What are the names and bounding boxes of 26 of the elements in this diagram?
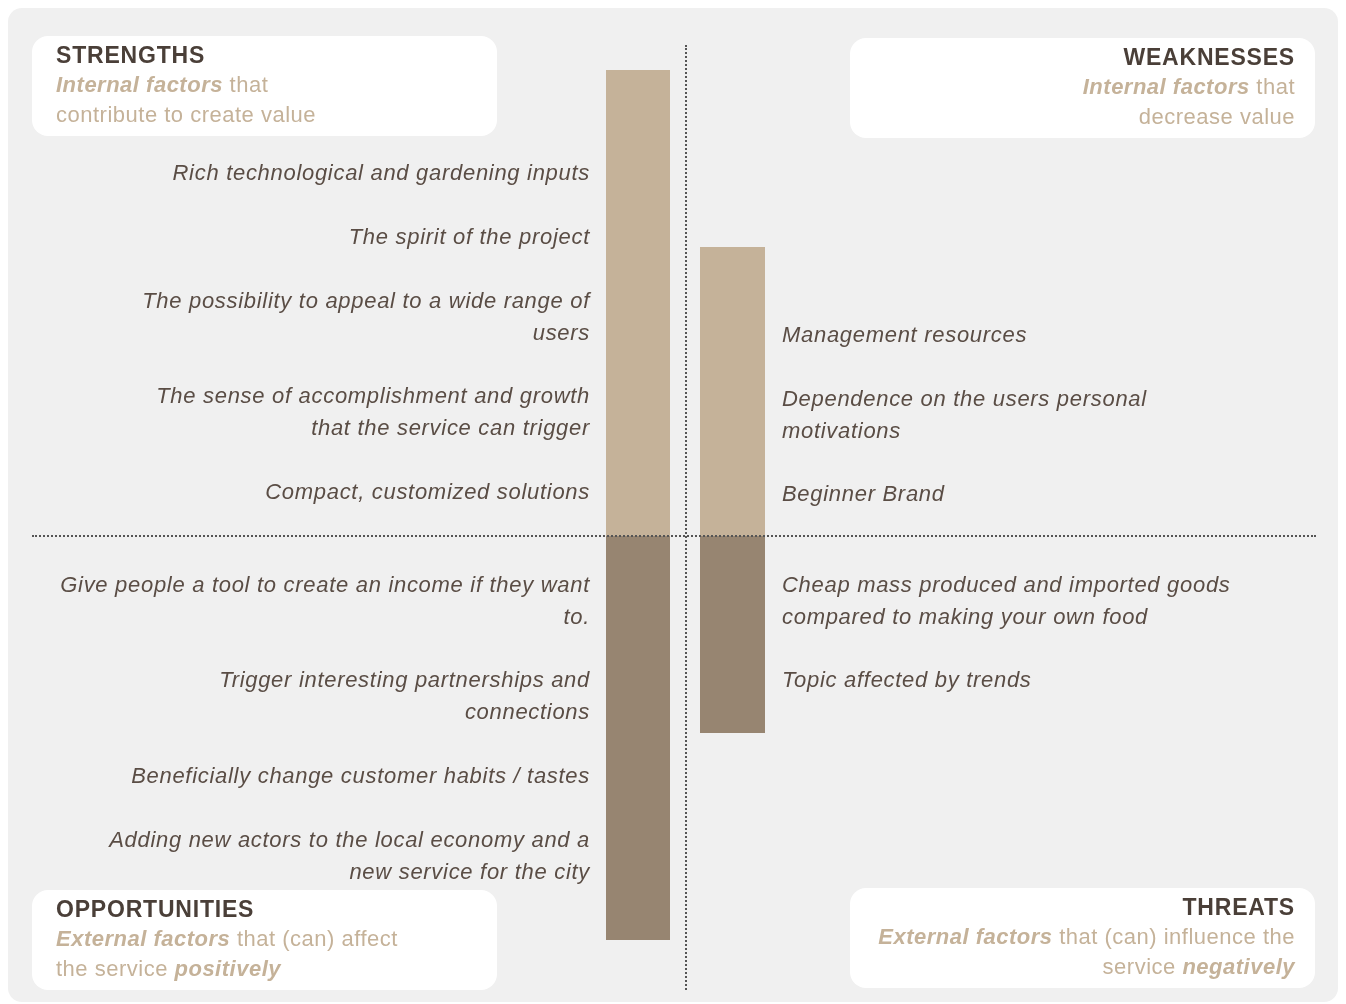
factor-bar: [606, 70, 670, 536]
factor-text: Adding new actors to the local economy and a new service for the city: [107, 826, 590, 886]
quadrant-heading: WEAKNESSES: [1122, 43, 1295, 72]
quadrant-heading: THREATS: [1181, 893, 1295, 922]
factor-text: The possibility to appeal to a wide range of users: [141, 287, 590, 347]
factor-text: Beginner Brand: [782, 480, 946, 508]
factor-text: Beneficially change customer habits / tastes: [130, 762, 590, 790]
factor-text: The sense of accomplishment and growth that the service can trigger: [155, 382, 590, 442]
factor-text: Management resources: [782, 321, 1029, 349]
factor-text: The spirit of the project: [347, 223, 590, 251]
factor-text: Topic affected by trends: [782, 666, 1033, 694]
factor-text: Trigger interesting partnerships and connections: [218, 666, 590, 726]
factor-text: Rich technological and gardening inputs: [171, 159, 590, 187]
quadrant-description: External factors that (can) influence the service negatively: [877, 923, 1295, 981]
factor-bar: [606, 536, 670, 940]
quadrant-heading: STRENGTHS: [56, 41, 207, 70]
factor-text: Cheap mass produced and imported goods compared to making your own food: [782, 571, 1232, 631]
quadrant-description: External factors that (can) affect the service positively: [56, 925, 399, 983]
quadrant-description: Internal factors that decrease value: [1081, 73, 1295, 131]
quadrant-heading: OPPORTUNITIES: [56, 895, 256, 924]
factor-bar: [700, 536, 765, 733]
quadrant-description: Internal factors that contribute to create value: [56, 71, 318, 129]
factor-text: Dependence on the users personal motivations: [782, 385, 1148, 445]
factor-bar: [700, 247, 765, 536]
factor-text: Compact, customized solutions: [264, 478, 590, 506]
factor-text: Give people a tool to create an income if they want to.: [60, 571, 590, 631]
